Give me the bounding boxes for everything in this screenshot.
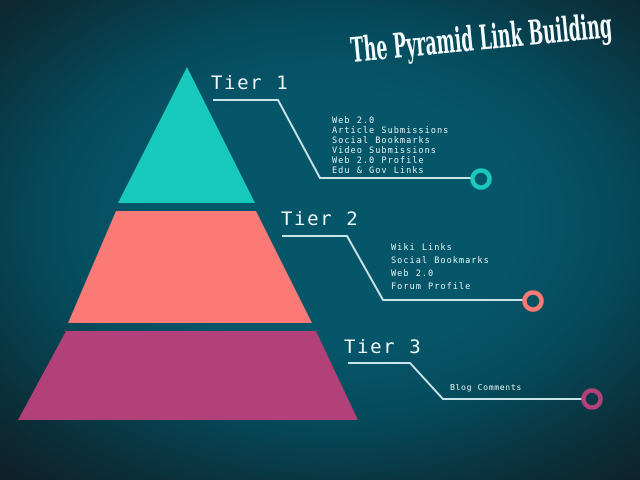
- tier-1-item: Web 2.0 Profile: [332, 156, 425, 166]
- tier-1-label: Tier 1: [211, 72, 289, 94]
- tier-1-item: Video Submissions: [332, 146, 437, 156]
- tier-1-item: Social Bookmarks: [332, 136, 431, 146]
- diagram-title-text: The Pyramid Link Building: [349, 6, 614, 71]
- diagram-title: The Pyramid Link Building: [349, 6, 614, 71]
- tier-1-marker-icon[interactable]: [470, 168, 492, 190]
- tier-3-item: Blog Comments: [450, 382, 522, 392]
- tier-2-item: Web 2.0: [391, 269, 434, 279]
- tier-1-item: Article Submissions: [332, 126, 449, 136]
- tier-2-label: Tier 2: [281, 208, 359, 230]
- tier-2-item-list: Wiki Links Social Bookmarks Web 2.0 Foru…: [391, 243, 490, 292]
- tier-1-connector-line: [213, 99, 473, 179]
- tier-1-item-list: Web 2.0 Article Submissions Social Bookm…: [332, 116, 449, 176]
- tier-1-item: Web 2.0: [332, 116, 375, 126]
- tier-2-connector-line: [282, 235, 525, 301]
- callout-tier-3[interactable]: Tier 3 Blog Comments: [344, 336, 603, 410]
- pyramid-tier-2-block[interactable]: [68, 211, 312, 323]
- tier-3-item-list: Blog Comments: [450, 382, 522, 392]
- pyramid-tier-1-block[interactable]: [118, 67, 255, 203]
- pyramid-tier-3-block[interactable]: [18, 331, 358, 420]
- tier-1-item: Edu & Gov Links: [332, 166, 425, 176]
- tier-3-connector-line: [348, 362, 584, 400]
- pyramid-graphic: [18, 67, 358, 420]
- tier-2-item: Social Bookmarks: [391, 256, 490, 266]
- tier-3-marker-icon[interactable]: [581, 388, 603, 410]
- tier-2-marker-icon[interactable]: [522, 290, 544, 312]
- callout-tier-2[interactable]: Tier 2 Wiki Links Social Bookmarks Web 2…: [281, 208, 544, 312]
- tier-2-item: Wiki Links: [391, 243, 453, 253]
- tier-3-label: Tier 3: [344, 336, 422, 358]
- callout-tier-1[interactable]: Tier 1 Web 2.0 Article Submissions Socia…: [211, 72, 492, 190]
- tier-2-item: Forum Profile: [391, 282, 471, 292]
